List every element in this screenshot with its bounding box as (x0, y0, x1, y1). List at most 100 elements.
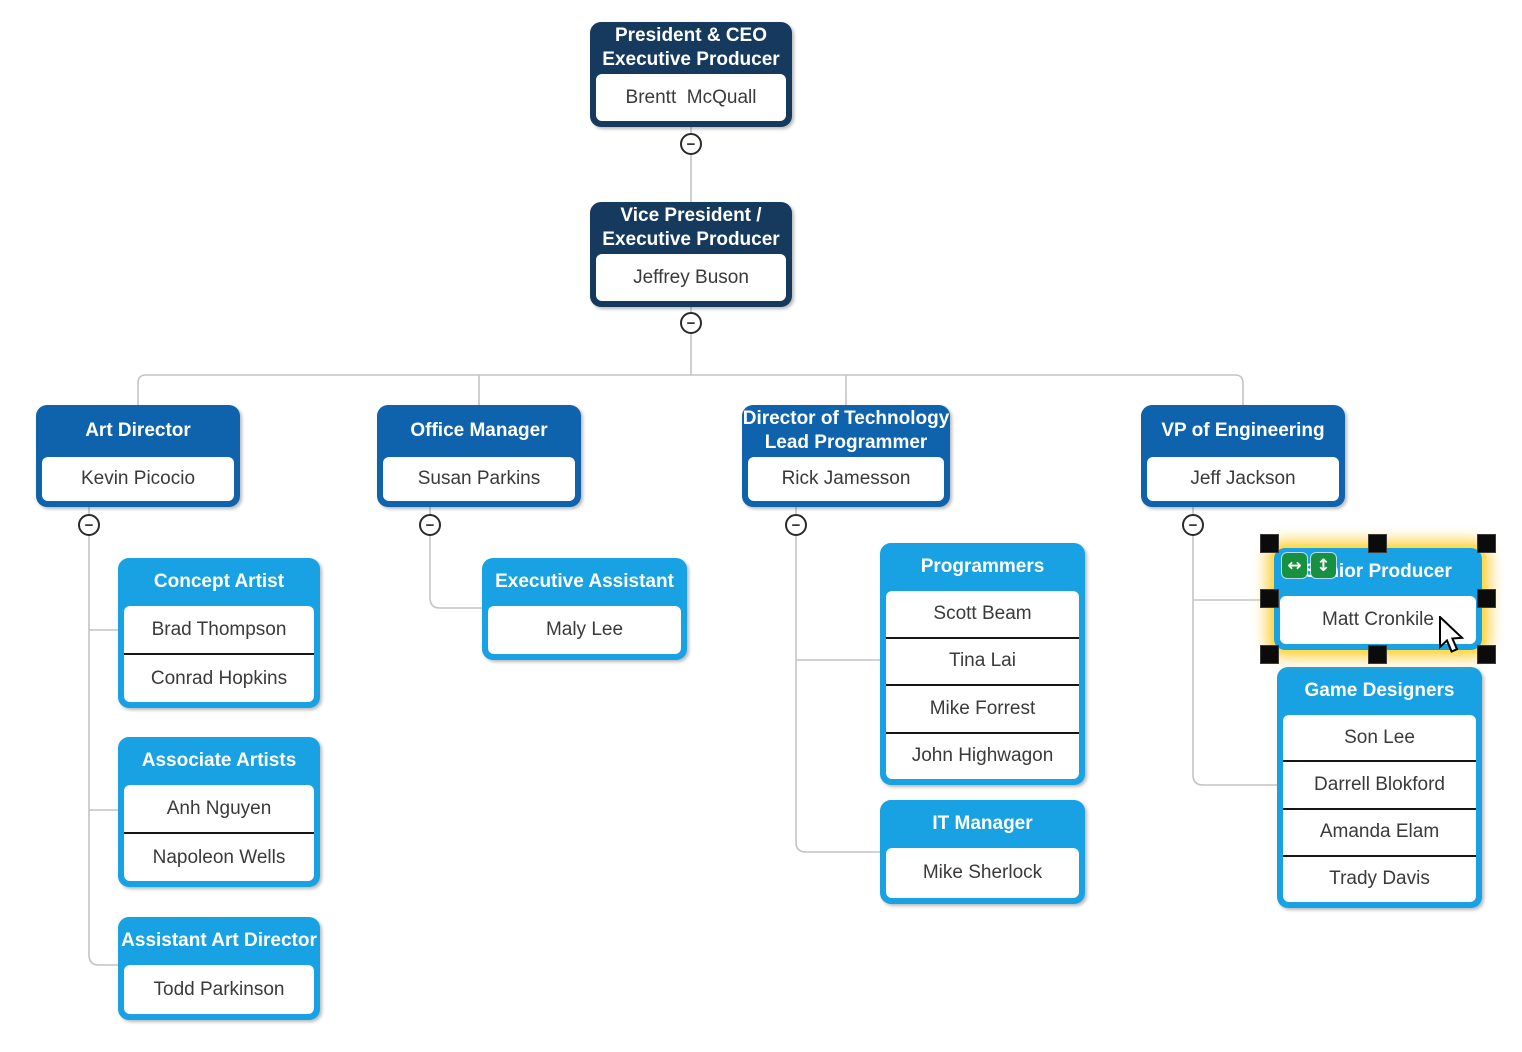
minus-icon: − (791, 516, 801, 534)
node-body: Jeff Jackson (1147, 457, 1339, 501)
node-concept-artist[interactable]: Concept Artist Brad Thompson Conrad Hopk… (118, 558, 320, 708)
title-line-1: Executive Assistant (495, 571, 674, 592)
title-line-1: Vice President / (620, 205, 762, 226)
title-line-1: President & CEO (614, 25, 768, 46)
member-name: Anh Nguyen (166, 797, 272, 819)
resize-handle-top-middle[interactable] (1369, 535, 1386, 552)
node-body: Jeffrey Buson (596, 254, 786, 301)
title-line-1: Associate Artists (141, 750, 297, 771)
member-name: Mike Sherlock (922, 862, 1043, 883)
node-title: Assistant Art Director (118, 917, 320, 965)
resize-handle-bottom-left[interactable] (1261, 646, 1278, 663)
node-body: Scott Beam Tina Lai Mike Forrest John Hi… (886, 591, 1079, 779)
title-line-1: Concept Artist (153, 571, 285, 592)
node-programmers[interactable]: Programmers Scott Beam Tina Lai Mike For… (880, 543, 1085, 785)
minus-icon: − (1188, 516, 1198, 534)
collapse-button-president[interactable]: − (680, 133, 702, 155)
grow-vertical-icon[interactable]: ↕ (1311, 553, 1336, 578)
title-line-2: Executive Producer (602, 49, 780, 70)
member-name: Matt Cronkile (1322, 609, 1434, 630)
node-art-director[interactable]: Art Director Kevin Picocio (36, 405, 240, 507)
collapse-button-art-director[interactable]: − (78, 514, 100, 536)
node-body: Mike Sherlock (886, 848, 1079, 898)
resize-handle-top-left[interactable] (1261, 535, 1278, 552)
member-name: Son Lee (1344, 726, 1415, 748)
resize-handle-middle-right[interactable] (1478, 590, 1495, 607)
title-line-2: Lead Programmer (764, 432, 928, 453)
title-line-1: Game Designers (1304, 680, 1455, 701)
node-president-ceo[interactable]: President & CEO Executive Producer Brent… (590, 22, 792, 127)
node-body: Brentt McQuall (596, 74, 786, 121)
member-name: Brentt McQuall (625, 86, 757, 108)
resize-handle-middle-left[interactable] (1261, 590, 1278, 607)
member-name: Tina Lai (886, 636, 1079, 685)
member-name: Scott Beam (933, 602, 1032, 624)
node-title: Executive Assistant (482, 558, 687, 606)
node-title: Concept Artist (118, 558, 320, 606)
collapse-button-office-manager[interactable]: − (419, 514, 441, 536)
node-title: Art Director (36, 405, 240, 457)
title-line-1: Art Director (85, 420, 191, 441)
node-title: Senior Producer (1274, 548, 1482, 596)
member-name: Trady Davis (1283, 854, 1476, 902)
node-title: Game Designers (1277, 667, 1482, 715)
node-director-of-technology[interactable]: Director of Technology Lead Programmer R… (742, 405, 950, 507)
title-line-1: Senior Producer (1304, 561, 1452, 582)
node-vp-of-engineering[interactable]: VP of Engineering Jeff Jackson (1141, 405, 1345, 507)
resize-handle-bottom-right[interactable] (1478, 646, 1495, 663)
node-body: Maly Lee (488, 606, 681, 654)
node-executive-assistant[interactable]: Executive Assistant Maly Lee (482, 558, 687, 660)
title-line-1: Director of Technology (742, 408, 950, 429)
node-it-manager[interactable]: IT Manager Mike Sherlock (880, 800, 1085, 904)
member-name: Brad Thompson (151, 618, 287, 640)
member-name: Conrad Hopkins (124, 653, 314, 702)
node-body: Todd Parkinson (124, 965, 314, 1014)
node-title: IT Manager (880, 800, 1085, 848)
title-line-2: Executive Producer (602, 229, 780, 250)
node-title: VP of Engineering (1141, 405, 1345, 457)
node-title: Vice President / Executive Producer (590, 202, 792, 254)
minus-icon: − (686, 314, 696, 332)
node-vice-president[interactable]: Vice President / Executive Producer Jeff… (590, 202, 792, 307)
collapse-button-director-of-technology[interactable]: − (785, 514, 807, 536)
title-line-1: Assistant Art Director (121, 930, 317, 951)
minus-icon: − (425, 516, 435, 534)
minus-icon: − (84, 516, 94, 534)
node-body: Susan Parkins (383, 457, 575, 501)
node-game-designers[interactable]: Game Designers Son Lee Darrell Blokford … (1277, 667, 1482, 908)
member-name: Rick Jamesson (781, 468, 911, 489)
grow-horizontal-icon[interactable]: ↔ (1282, 553, 1307, 578)
node-office-manager[interactable]: Office Manager Susan Parkins (377, 405, 581, 507)
node-title: Office Manager (377, 405, 581, 457)
member-name: Susan Parkins (417, 468, 541, 489)
node-body: Anh Nguyen Napoleon Wells (124, 785, 314, 881)
member-name: Jeffrey Buson (633, 266, 749, 288)
collapse-button-vice-president[interactable]: − (680, 312, 702, 334)
member-name: John Highwagon (886, 731, 1079, 780)
minus-icon: − (686, 135, 696, 153)
title-line-1: Office Manager (410, 420, 548, 441)
member-name: Jeff Jackson (1190, 468, 1296, 489)
member-name: Maly Lee (545, 619, 624, 640)
node-associate-artists[interactable]: Associate Artists Anh Nguyen Napoleon We… (118, 737, 320, 887)
title-line-1: Programmers (920, 556, 1045, 577)
mouse-cursor-icon (1439, 616, 1465, 653)
node-title: Programmers (880, 543, 1085, 591)
resize-handle-top-right[interactable] (1478, 535, 1495, 552)
node-title: Associate Artists (118, 737, 320, 785)
member-name: Napoleon Wells (124, 832, 314, 881)
title-line-1: IT Manager (932, 813, 1033, 834)
collapse-button-vp-of-engineering[interactable]: − (1182, 514, 1204, 536)
resize-handle-bottom-middle[interactable] (1369, 646, 1386, 663)
member-name: Todd Parkinson (153, 978, 285, 1000)
member-name: Kevin Picocio (80, 468, 196, 489)
title-line-1: VP of Engineering (1161, 420, 1325, 441)
member-name: Amanda Elam (1283, 807, 1476, 855)
member-name: Darrell Blokford (1283, 760, 1476, 807)
node-body: Son Lee Darrell Blokford Amanda Elam Tra… (1283, 715, 1476, 902)
node-assistant-art-director[interactable]: Assistant Art Director Todd Parkinson (118, 917, 320, 1020)
node-body: Rick Jamesson (748, 457, 944, 501)
node-body: Kevin Picocio (42, 457, 234, 501)
